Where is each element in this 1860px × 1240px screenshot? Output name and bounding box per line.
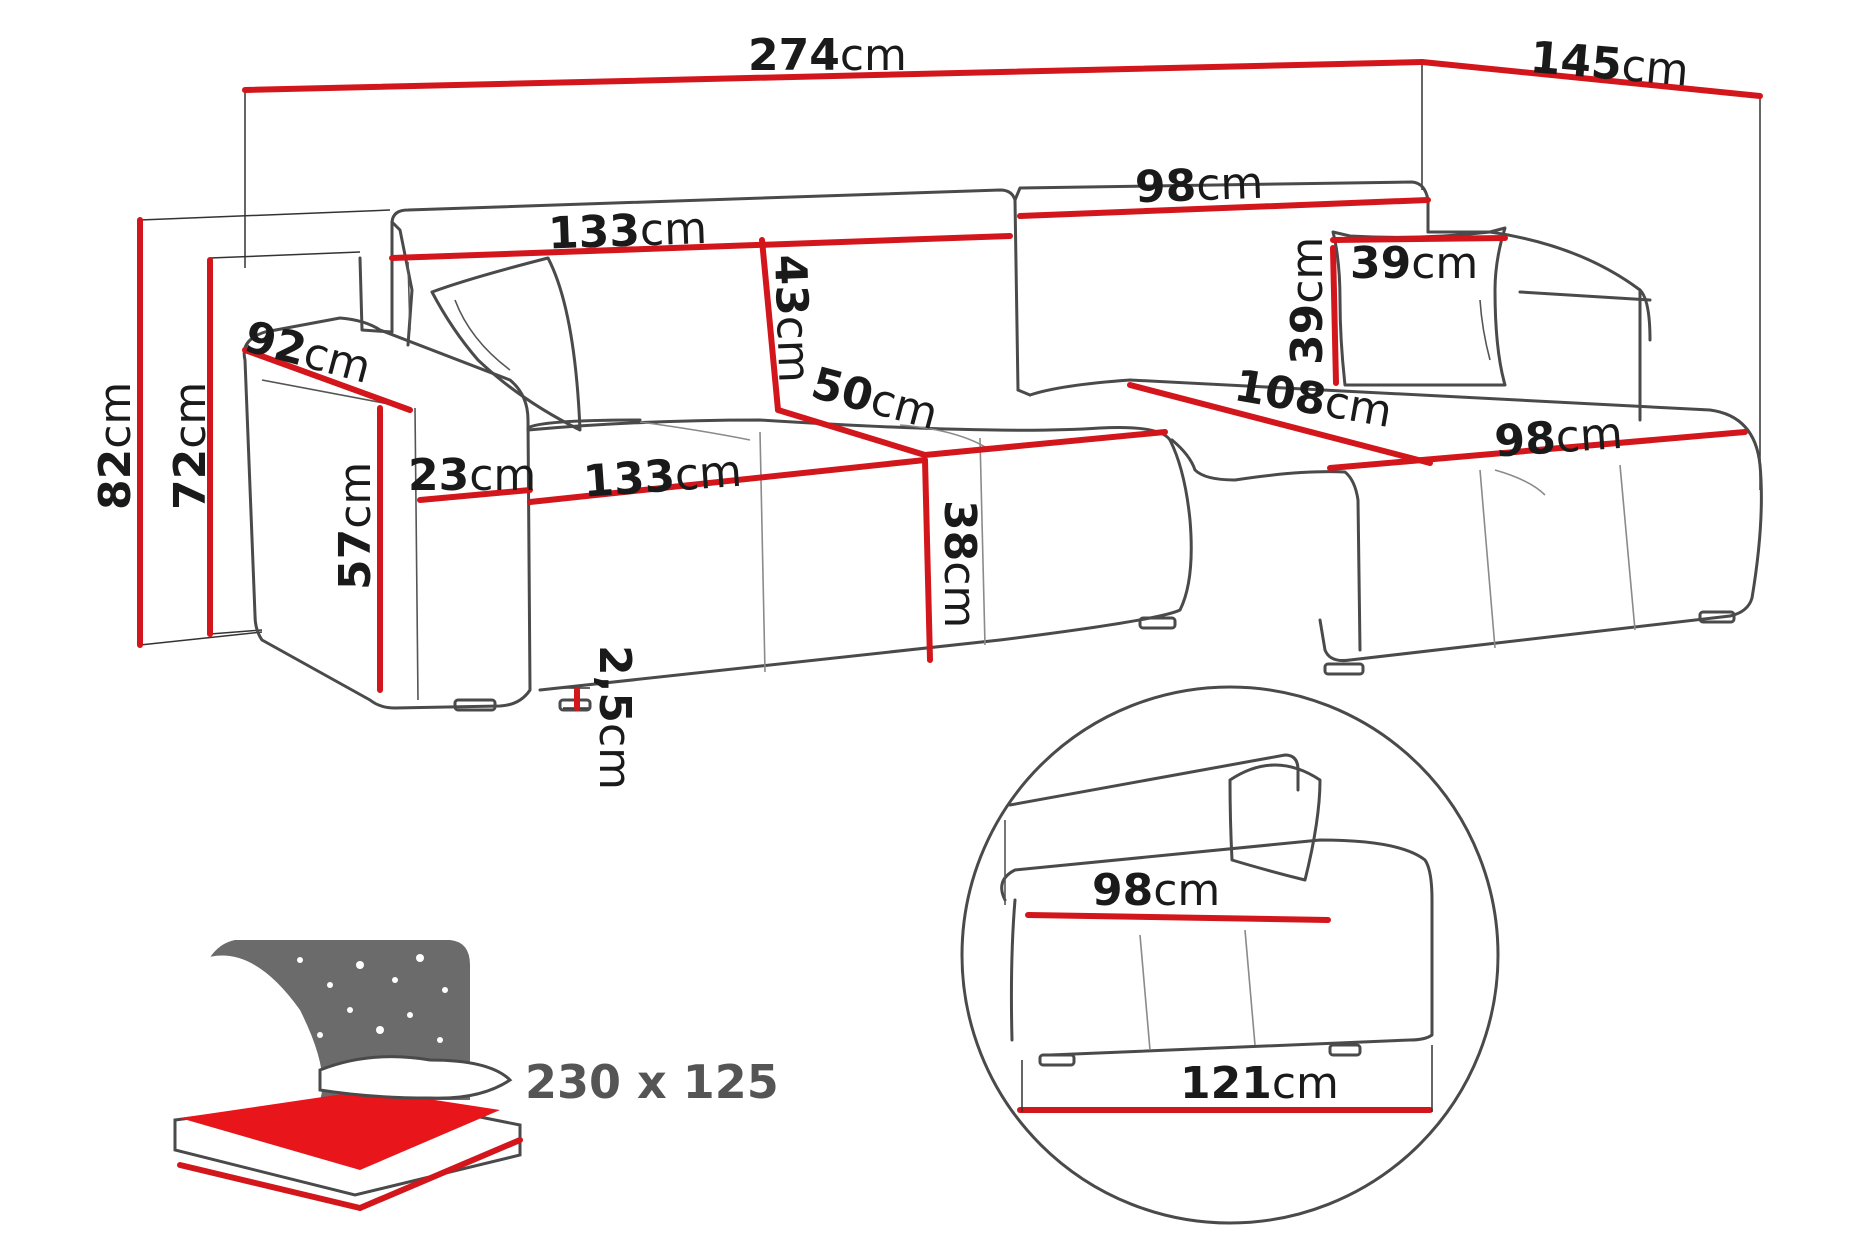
- label-armrest-height: 57cm: [330, 462, 381, 590]
- leg: [1038, 1053, 1076, 1067]
- bed-night-stars-icon: 230 x 125: [173, 940, 779, 1211]
- dimension-lines: [137, 59, 1763, 711]
- label-total-height: 82cm: [90, 382, 141, 510]
- label-back-cushion-width: 98cm: [1134, 158, 1264, 213]
- label-chaise-depth: 145cm: [1528, 32, 1691, 97]
- chaise: [1028, 378, 1763, 662]
- label-backrest-length: 133cm: [547, 203, 708, 260]
- left-pillow: [430, 256, 582, 432]
- label-armrest-width: 23cm: [408, 450, 536, 501]
- leg: [453, 698, 497, 712]
- dimension-labels: 274cm 145cm 133cm 98cm 43cm 39cm 39cm 92…: [90, 30, 1691, 790]
- extension-lines: [139, 62, 1761, 709]
- label-back-height: 72cm: [165, 382, 216, 510]
- bed-pillow: [318, 1055, 513, 1100]
- label-seat-length: 133cm: [581, 446, 743, 508]
- sleeping-area-label: 230 x 125: [525, 1055, 779, 1109]
- label-total-width: 274cm: [748, 30, 907, 81]
- label-pillow-height: 39cm: [1282, 237, 1333, 365]
- leg: [1328, 1043, 1362, 1057]
- label-detail-outer-width: 121cm: [1180, 1058, 1339, 1109]
- leg: [1698, 610, 1736, 624]
- label-leg-height: 2,5cm: [589, 645, 640, 790]
- stars: [227, 954, 458, 1073]
- bed-sheet: [180, 1090, 500, 1170]
- left-armrest: [242, 316, 532, 710]
- label-detail-inner-width: 98cm: [1092, 865, 1220, 916]
- label-chaise-length: 108cm: [1231, 360, 1396, 438]
- label-backrest-height: 43cm: [764, 254, 819, 384]
- chaise-arm: [1426, 230, 1652, 342]
- detail-circle: [960, 685, 1500, 1225]
- detail-view: 98cm 121cm: [960, 685, 1500, 1225]
- label-pillow-width: 39cm: [1350, 238, 1478, 289]
- leg: [1323, 662, 1365, 676]
- label-chaise-width: 98cm: [1493, 408, 1625, 468]
- label-seat-height: 38cm: [934, 500, 985, 628]
- leg: [1138, 616, 1177, 630]
